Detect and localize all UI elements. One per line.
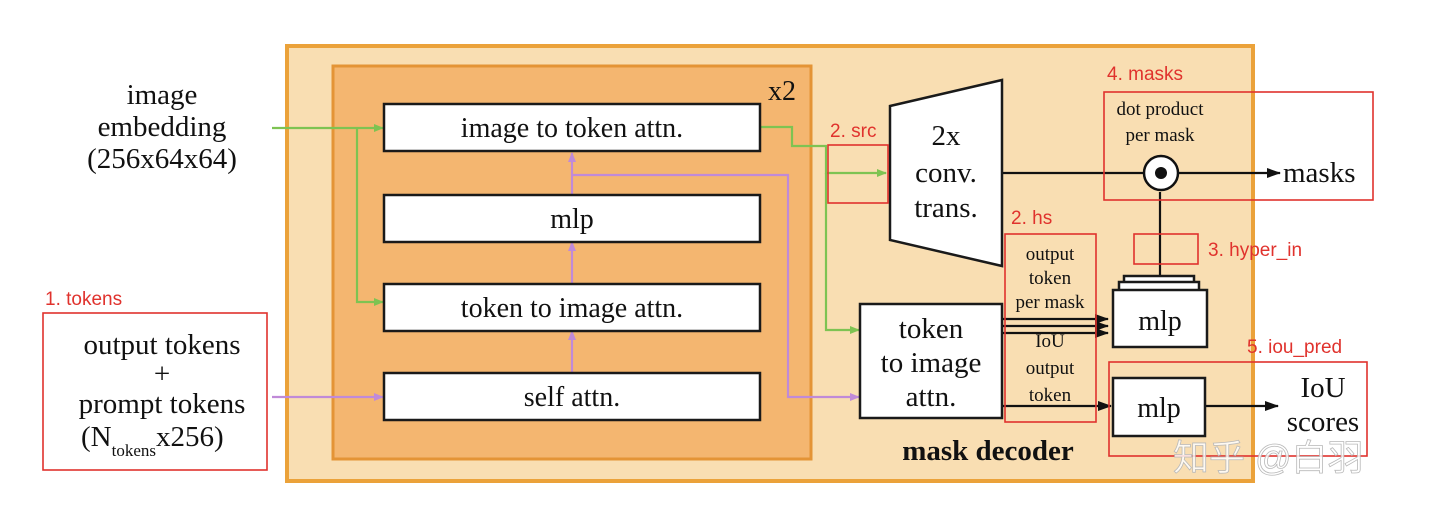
iou-scores-label: IoU scores bbox=[1287, 372, 1359, 438]
mlp-stack: mlp bbox=[1111, 274, 1209, 349]
svg-text:embedding: embedding bbox=[98, 111, 227, 143]
token-to-image-attn-block bbox=[382, 282, 762, 333]
image-to-token-attn-label: image to token attn. bbox=[461, 113, 683, 144]
mlp-block bbox=[382, 193, 762, 244]
conv-transpose-block bbox=[888, 78, 1004, 268]
iou-pred-annotation-label: 5. iou_pred bbox=[1247, 337, 1342, 358]
iou-output-token-label: IoU output token bbox=[1026, 331, 1075, 406]
image-embedding-label: image embedding (256x64x64) bbox=[87, 79, 237, 175]
svg-text:+: + bbox=[154, 358, 170, 390]
repeat-label: x2 bbox=[768, 76, 796, 107]
masks-annotation-label: 4. masks bbox=[1107, 64, 1183, 85]
svg-text:token: token bbox=[1029, 385, 1072, 406]
svg-text:IoU: IoU bbox=[1300, 372, 1345, 404]
self-attn-block bbox=[382, 371, 762, 422]
dot-product-center bbox=[1155, 167, 1167, 179]
image-embedding-arrows bbox=[272, 124, 887, 334]
svg-text:IoU: IoU bbox=[1035, 331, 1065, 352]
svg-text:per mask: per mask bbox=[1015, 292, 1085, 313]
token-to-image-attn-label: token to image attn. bbox=[461, 293, 683, 324]
svg-text:attn.: attn. bbox=[906, 381, 957, 413]
svg-text:dot product: dot product bbox=[1116, 99, 1204, 120]
svg-text:per mask: per mask bbox=[1125, 125, 1195, 146]
mlp-iou-block bbox=[1111, 376, 1207, 438]
svg-text:conv.: conv. bbox=[915, 157, 977, 189]
output-prompt-tokens-label: output tokens + prompt tokens (Ntokensx2… bbox=[79, 329, 246, 460]
svg-text:to image: to image bbox=[881, 347, 982, 379]
hyper-in-annotation-box bbox=[1133, 233, 1199, 265]
mlp-iou-label: mlp bbox=[1137, 393, 1181, 424]
image-to-token-attn-block bbox=[382, 102, 762, 153]
src-annotation-box bbox=[827, 144, 889, 204]
svg-text:token: token bbox=[899, 313, 964, 345]
masks-output-label: masks bbox=[1283, 157, 1356, 189]
self-attn-label: self attn. bbox=[524, 382, 620, 413]
final-token-to-image-attn-block bbox=[858, 302, 1004, 420]
svg-text:2x: 2x bbox=[932, 120, 962, 152]
output-arrows bbox=[1002, 168, 1281, 411]
svg-text:token: token bbox=[1029, 268, 1072, 289]
src-annotation-label: 2. src bbox=[830, 121, 876, 142]
watermark: 知乎 @白羽 bbox=[1173, 437, 1364, 478]
final-token-to-image-attn-label: token to image attn. bbox=[881, 313, 982, 413]
svg-text:output tokens: output tokens bbox=[83, 329, 240, 361]
svg-text:(256x64x64): (256x64x64) bbox=[87, 143, 237, 175]
mlp-stack-label: mlp bbox=[1138, 306, 1182, 337]
svg-text:output: output bbox=[1026, 244, 1075, 265]
conv-transpose-label: 2x conv. trans. bbox=[914, 120, 978, 224]
svg-text:prompt tokens: prompt tokens bbox=[79, 388, 246, 420]
token-arrows bbox=[272, 152, 860, 401]
svg-text:output: output bbox=[1026, 358, 1075, 379]
tokens-annotation-label: 1. tokens bbox=[45, 289, 122, 310]
mlp-label: mlp bbox=[550, 204, 594, 235]
hyper-in-annotation-label: 3. hyper_in bbox=[1208, 240, 1302, 261]
masks-annotation-box bbox=[1103, 91, 1374, 201]
output-token-per-mask-label: output token per mask bbox=[1015, 244, 1085, 313]
tokens-annotation-box bbox=[42, 312, 268, 471]
hs-annotation-label: 2. hs bbox=[1011, 208, 1052, 229]
svg-text:image: image bbox=[127, 79, 198, 111]
svg-text:scores: scores bbox=[1287, 406, 1359, 438]
svg-text:trans.: trans. bbox=[914, 192, 978, 224]
dot-product-label: dot product per mask bbox=[1116, 99, 1204, 146]
svg-text:(Ntokensx256): (Ntokensx256) bbox=[81, 421, 224, 460]
iou-pred-annotation-box bbox=[1108, 361, 1368, 457]
mask-decoder-title: mask decoder bbox=[902, 435, 1074, 467]
hs-annotation-box bbox=[1004, 233, 1097, 423]
